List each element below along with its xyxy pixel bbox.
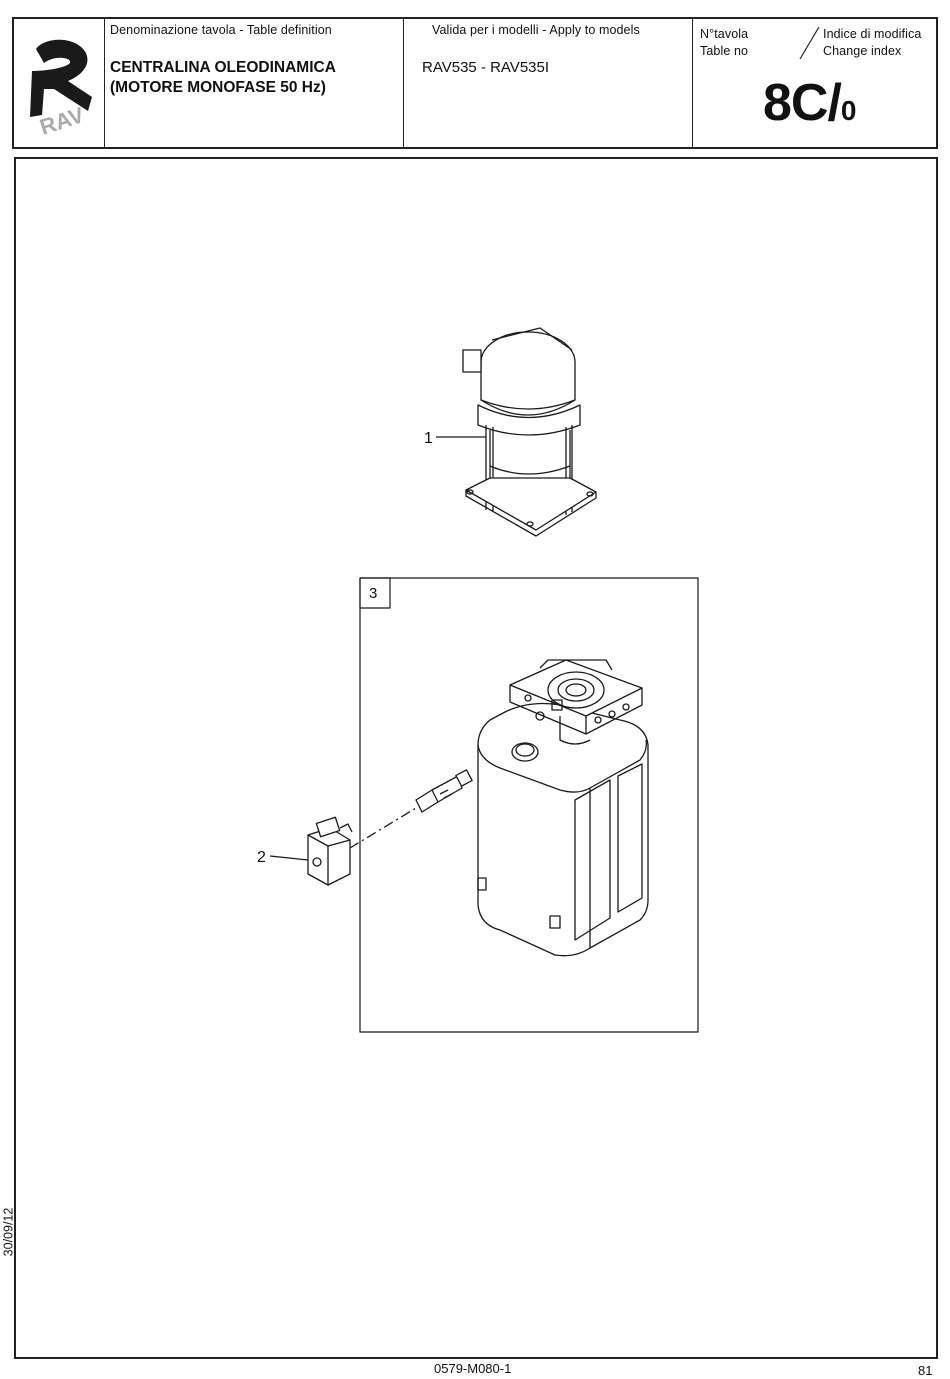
revision-date: 30/09/12 xyxy=(1,1208,15,1257)
solenoid-drawing xyxy=(270,817,352,885)
callout-1: 1 xyxy=(424,430,433,447)
callout-2: 2 xyxy=(257,849,266,866)
motor-drawing xyxy=(436,328,596,536)
tank-drawing xyxy=(350,660,648,956)
page-number: 81 xyxy=(918,1363,932,1378)
callout-3: 3 xyxy=(369,585,377,602)
document-code: 0579-M080-1 xyxy=(434,1361,511,1376)
